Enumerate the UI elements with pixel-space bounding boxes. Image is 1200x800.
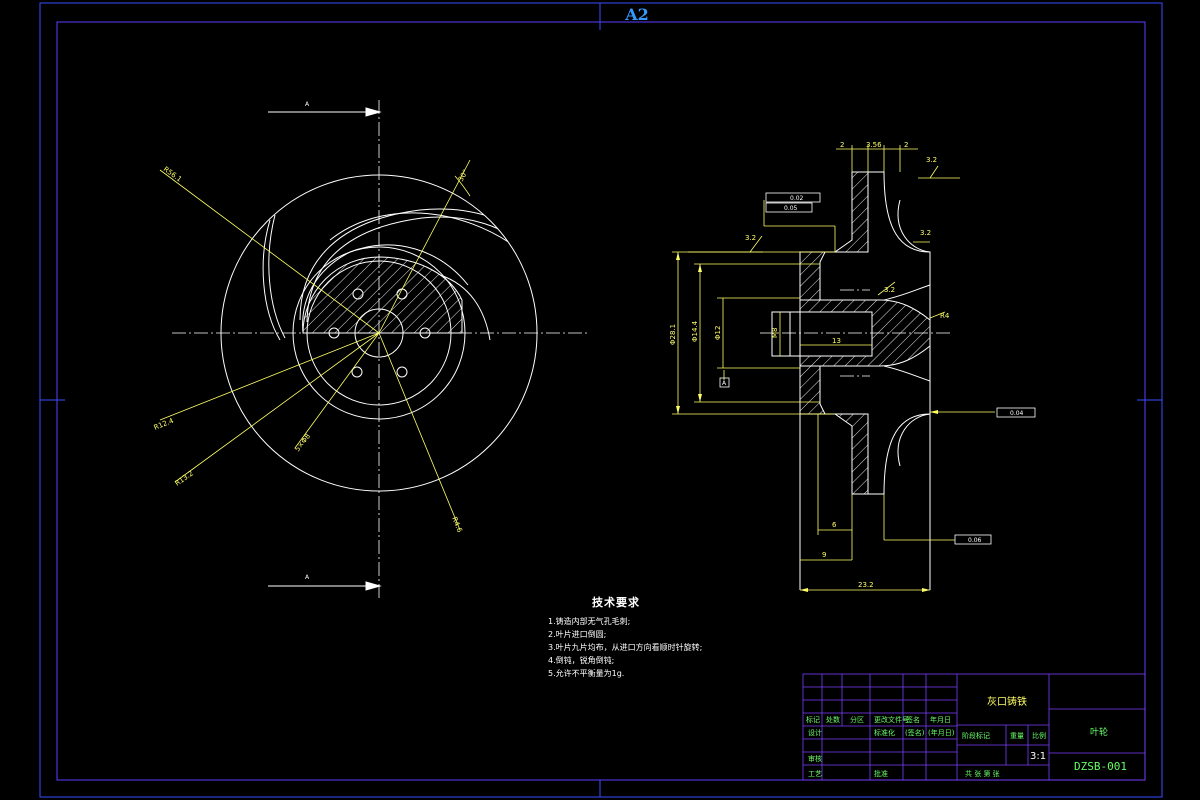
dim-len-total: 23.2 [858, 581, 874, 589]
dim-r-blade: R12.4 [153, 417, 175, 432]
tech-req-title: 技术要求 [592, 596, 640, 609]
technical-requirements: 技术要求 1.铸造内部无气孔毛刺; 2.叶片进口倒圆; 3.叶片九片均布，从进口… [548, 596, 702, 680]
section-mark-bottom: A [305, 574, 310, 581]
tb-row-approve: 批准 [874, 769, 888, 778]
tb-stage-label: 阶段标记 [962, 731, 990, 740]
dim-m8: M8 [771, 328, 779, 339]
rough-mark-1: 3.2 [926, 156, 937, 164]
tb-header-1: 标记 [806, 715, 820, 724]
tb-weight-label: 重量 [1010, 732, 1024, 740]
tb-material: 灰口铸铁 [987, 695, 1027, 708]
dim-len6: 6 [832, 521, 837, 529]
dim-dia-small: Φ12 [714, 326, 722, 340]
title-block [802, 673, 1146, 781]
flat-2: 0.06 [968, 537, 982, 544]
tech-req-item-1: 1.铸造内部无气孔毛刺; [548, 617, 631, 626]
sheet-size-label: A2 [624, 5, 649, 24]
tb-part-name: 叶轮 [1090, 726, 1108, 738]
tb-row-review: 审核 [808, 754, 822, 763]
flat-1: 0.04 [1010, 410, 1024, 417]
section-view: 2 3.56 2 3.2 3.2 3.2 3.2 Φ28.1 Φ14.4 Φ12… [669, 141, 1036, 592]
gtol-1: 0.02 [790, 195, 804, 202]
dim-len13: 13 [832, 337, 841, 345]
tb-footer: 共 张 第 张 [965, 769, 1000, 778]
tb-row2-date: (年月日) [928, 728, 955, 737]
sheet-frame [39, 2, 1163, 798]
tb-drawing-no: DZSB-001 [1074, 760, 1127, 773]
dim-r-hub: R4.6 [450, 516, 464, 534]
dim-top-a: 2 [840, 141, 844, 149]
dim-len9: 9 [822, 551, 826, 559]
rough-mark-2: 3.2 [745, 234, 756, 242]
tb-header-5: 签名 [906, 715, 920, 724]
dim-r-mid: R13.2 [174, 469, 195, 487]
dim-dia-mid: Φ14.4 [691, 320, 699, 342]
tb-scale-label: 比例 [1032, 731, 1046, 740]
tb-header-4: 更改文件号 [874, 715, 909, 724]
datum-a: A [722, 380, 727, 387]
tech-req-item-5: 5.允许不平衡量为1g. [548, 669, 625, 678]
dim-top-c: 2 [904, 141, 908, 149]
tb-row-process: 工艺 [808, 770, 822, 778]
dim-top-b: 3.56 [866, 141, 882, 149]
tech-req-item-4: 4.倒钝，锐角倒钝; [548, 656, 615, 665]
rough-mark-3: 3.2 [920, 229, 931, 237]
section-mark-top: A [305, 101, 310, 108]
front-view: A A [153, 100, 588, 600]
tb-row-design: 设计 [808, 728, 822, 737]
tb-scale: 3:1 [1030, 751, 1046, 762]
dim-dia-big: Φ28.1 [669, 324, 677, 345]
tb-header-6: 年月日 [930, 715, 951, 724]
dim-r-outer: R56.1 [162, 165, 183, 183]
dim-pcd: 5×Φ8 [293, 432, 312, 453]
dim-angle: 30° [457, 168, 470, 183]
tech-req-item-3: 3.叶片九片均布，从进口方向看顺时针旋转; [548, 643, 703, 652]
gtol-2: 0.05 [784, 205, 798, 212]
dim-r-tip: R4 [940, 312, 950, 320]
tb-header-3: 分区 [850, 715, 864, 724]
tech-req-item-2: 2.叶片进口倒圆; [548, 630, 607, 639]
rough-mark-4: 3.2 [884, 286, 895, 294]
tb-header-2: 处数 [826, 715, 840, 724]
tb-row2-sign: (签名) [905, 728, 925, 737]
tb-row-std: 标准化 [874, 728, 895, 737]
